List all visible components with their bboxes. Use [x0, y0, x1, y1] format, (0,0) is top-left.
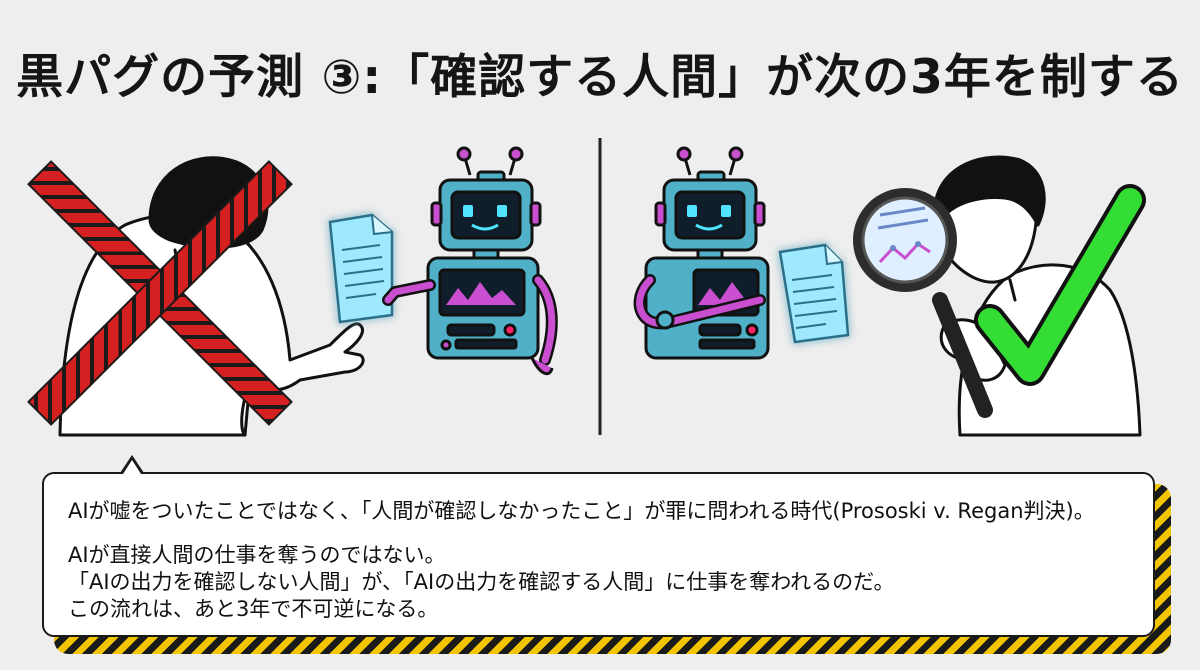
check-mark-icon [974, 184, 1146, 386]
robot-icon [382, 146, 558, 376]
caption-line-2: AIが直接人間の仕事を奪うのではない。 [68, 543, 446, 567]
document-icon [328, 213, 394, 324]
magnifier-icon [853, 188, 993, 418]
document-icon [778, 243, 850, 344]
caption-tail-inner [123, 460, 141, 474]
caption-line-1: AIが嘘をついたことではなく、「人間が確認しなかったこと」が罪に問われる時代(P… [68, 499, 1095, 523]
caption-line-4: この流れは、あと3年で不可逆になる。 [68, 597, 439, 621]
cross-mark-icon [27, 160, 293, 426]
person-icon [933, 155, 1142, 437]
robot-icon [633, 146, 770, 360]
caption-line-3: 「AIの出力を確認しない人間」が、「AIの出力を確認する人間」に仕事を奪われるの… [68, 570, 895, 594]
page-title: 黒パグの予測 ③:「確認する人間」が次の3年を制する [16, 50, 1184, 105]
caption-box [42, 472, 1155, 637]
person-icon [58, 156, 365, 437]
